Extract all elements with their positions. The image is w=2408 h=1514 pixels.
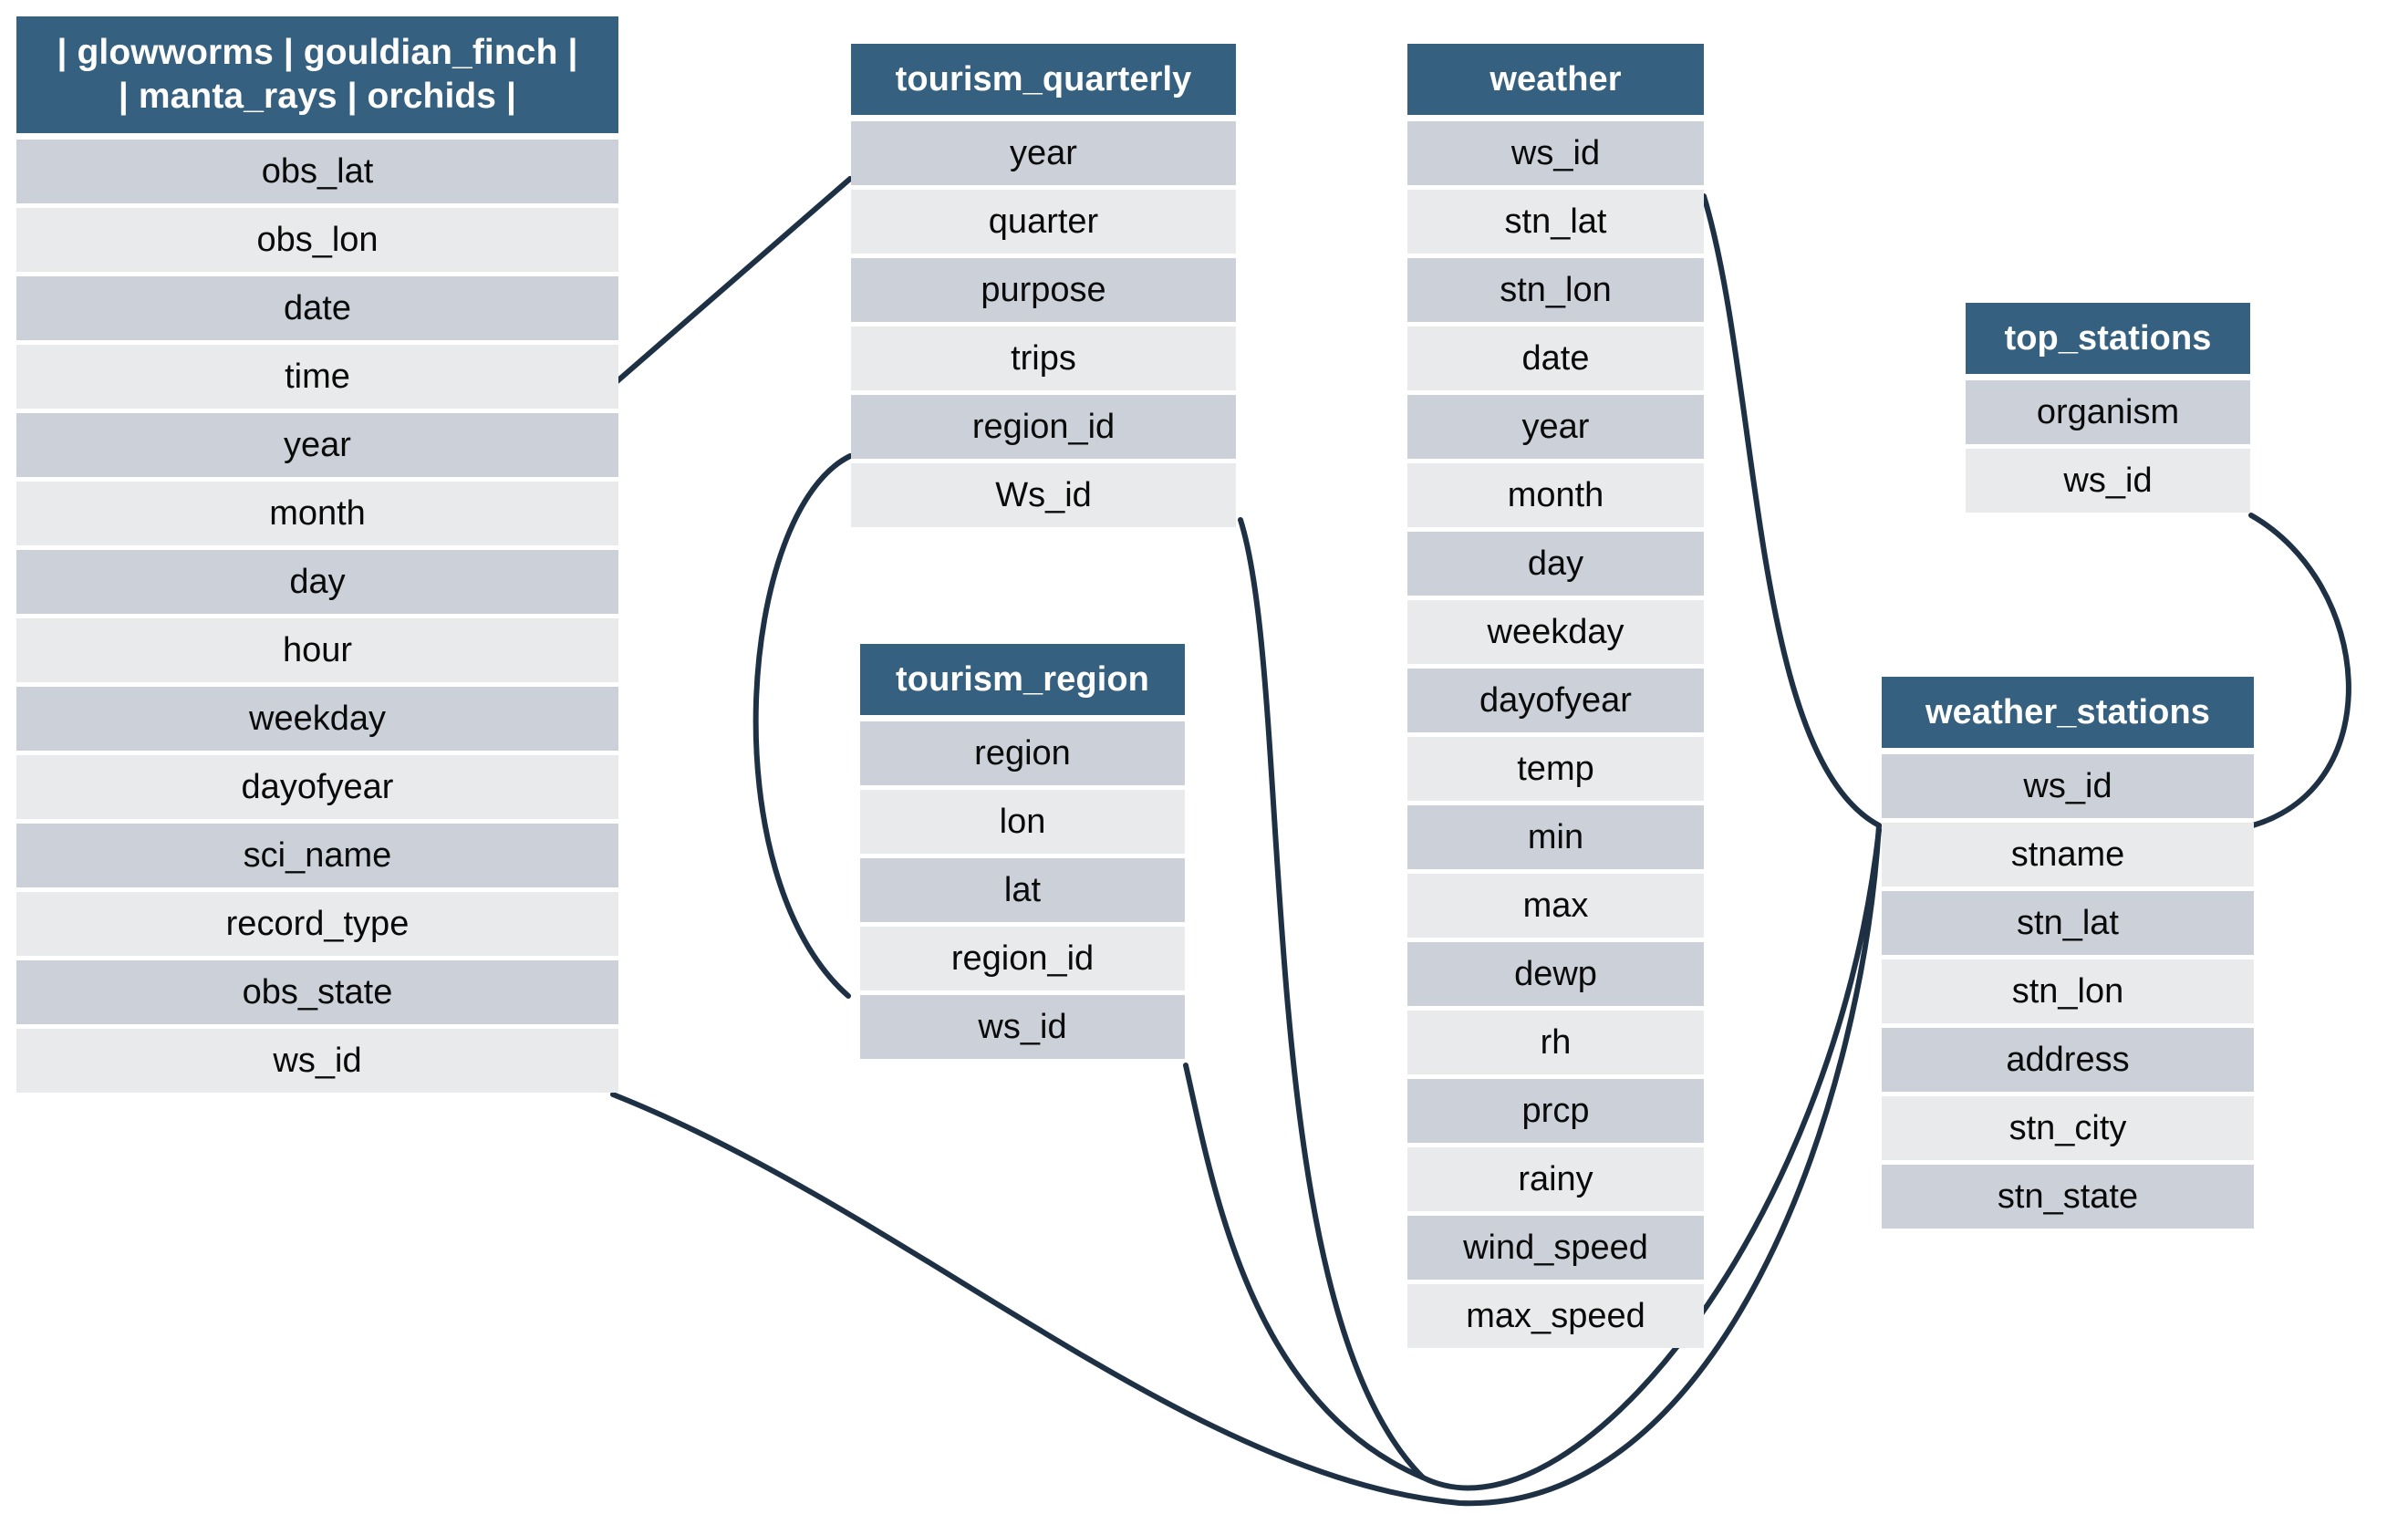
field-row[interactable]: stname [1882, 823, 2254, 887]
table-weather-fields: ws_id stn_lat stn_lon date year month da… [1407, 121, 1704, 1348]
table-top-stations[interactable]: top_stations organism ws_id [1966, 303, 2250, 513]
field-row[interactable]: stn_lon [1407, 258, 1704, 322]
table-top-stations-title: top_stations [1966, 303, 2250, 374]
table-observations-title-line-2: | manta_rays | orchids | [118, 77, 517, 116]
field-row[interactable]: time [16, 345, 618, 409]
field-row[interactable]: ws_id [860, 995, 1185, 1059]
field-row[interactable]: hour [16, 618, 618, 682]
field-row[interactable]: record_type [16, 892, 618, 956]
field-row[interactable]: ws_id [1966, 449, 2250, 513]
field-row[interactable]: date [16, 276, 618, 340]
field-row[interactable]: obs_lat [16, 140, 618, 203]
field-row[interactable]: sci_name [16, 824, 618, 887]
table-tourism-region-title: tourism_region [860, 644, 1185, 715]
table-observations-title-line-1: | glowworms | gouldian_finch | [57, 33, 578, 73]
field-row[interactable]: stn_lon [1882, 959, 2254, 1023]
field-row[interactable]: quarter [851, 190, 1236, 254]
field-row[interactable]: dayofyear [16, 755, 618, 819]
field-row[interactable]: rh [1407, 1011, 1704, 1074]
table-observations-fields: obs_lat obs_lon date time year month day… [16, 140, 618, 1093]
field-row[interactable]: dayofyear [1407, 669, 1704, 732]
field-row[interactable]: year [851, 121, 1236, 185]
field-row[interactable]: obs_state [16, 960, 618, 1024]
field-row[interactable]: year [16, 413, 618, 477]
field-row[interactable]: stn_lat [1407, 190, 1704, 254]
table-observations-title: | glowworms | gouldian_finch | | manta_r… [16, 16, 618, 133]
field-row[interactable]: region_id [851, 395, 1236, 459]
edge-weather-ws-id-to-weather-stations-ws-id [1701, 193, 1882, 828]
field-row[interactable]: lat [860, 858, 1185, 922]
field-row[interactable]: year [1407, 395, 1704, 459]
table-weather-stations[interactable]: weather_stations ws_id stname stn_lat st… [1882, 677, 2254, 1229]
field-row[interactable]: region [860, 721, 1185, 785]
field-row[interactable]: temp [1407, 737, 1704, 801]
field-row[interactable]: day [16, 550, 618, 614]
table-weather-title: weather [1407, 44, 1704, 115]
table-observations[interactable]: | glowworms | gouldian_finch | | manta_r… [16, 16, 618, 1093]
table-weather-stations-fields: ws_id stname stn_lat stn_lon address stn… [1882, 754, 2254, 1229]
edge-observations-time-to-tourism-quarterly-year [610, 176, 853, 388]
field-row[interactable]: stn_lat [1882, 891, 2254, 955]
edge-top-stations-ws-id-to-weather-stations-ws-id [2248, 513, 2351, 828]
field-row[interactable]: prcp [1407, 1079, 1704, 1143]
edge-tourism-region-ws-id-to-weather-stations-ws-id [1183, 1063, 1426, 1480]
table-weather-stations-title: weather_stations [1882, 677, 2254, 748]
table-tourism-quarterly-title: tourism_quarterly [851, 44, 1236, 115]
field-row[interactable]: min [1407, 805, 1704, 869]
field-row[interactable]: month [16, 482, 618, 545]
field-row[interactable]: stn_city [1882, 1096, 2254, 1160]
field-row[interactable]: max_speed [1407, 1284, 1704, 1348]
field-row[interactable]: ws_id [16, 1029, 618, 1093]
table-top-stations-fields: organism ws_id [1966, 380, 2250, 513]
field-row[interactable]: rainy [1407, 1147, 1704, 1211]
field-row[interactable]: obs_lon [16, 208, 618, 272]
table-tourism-quarterly[interactable]: tourism_quarterly year quarter purpose t… [851, 44, 1236, 527]
field-row[interactable]: weekday [1407, 600, 1704, 664]
field-row[interactable]: ws_id [1882, 754, 2254, 818]
field-row[interactable]: organism [1966, 380, 2250, 444]
field-row[interactable]: month [1407, 463, 1704, 527]
table-tourism-region-fields: region lon lat region_id ws_id [860, 721, 1185, 1059]
field-row[interactable]: purpose [851, 258, 1236, 322]
field-row[interactable]: ws_id [1407, 121, 1704, 185]
table-tourism-region[interactable]: tourism_region region lon lat region_id … [860, 644, 1185, 1059]
table-tourism-quarterly-fields: year quarter purpose trips region_id Ws_… [851, 121, 1236, 527]
field-row[interactable]: lon [860, 790, 1185, 854]
table-weather[interactable]: weather ws_id stn_lat stn_lon date year … [1407, 44, 1704, 1348]
edge-tourism-quarterly-region-id-to-tourism-region-region-id [752, 453, 853, 999]
field-row[interactable]: weekday [16, 687, 618, 751]
field-row[interactable]: dewp [1407, 942, 1704, 1006]
field-row[interactable]: trips [851, 327, 1236, 390]
field-row[interactable]: address [1882, 1028, 2254, 1092]
field-row[interactable]: region_id [860, 927, 1185, 990]
field-row[interactable]: stn_state [1882, 1165, 2254, 1229]
field-row[interactable]: date [1407, 327, 1704, 390]
field-row[interactable]: Ws_id [851, 463, 1236, 527]
field-row[interactable]: day [1407, 532, 1704, 596]
field-row[interactable]: wind_speed [1407, 1216, 1704, 1280]
field-row[interactable]: max [1407, 874, 1704, 938]
